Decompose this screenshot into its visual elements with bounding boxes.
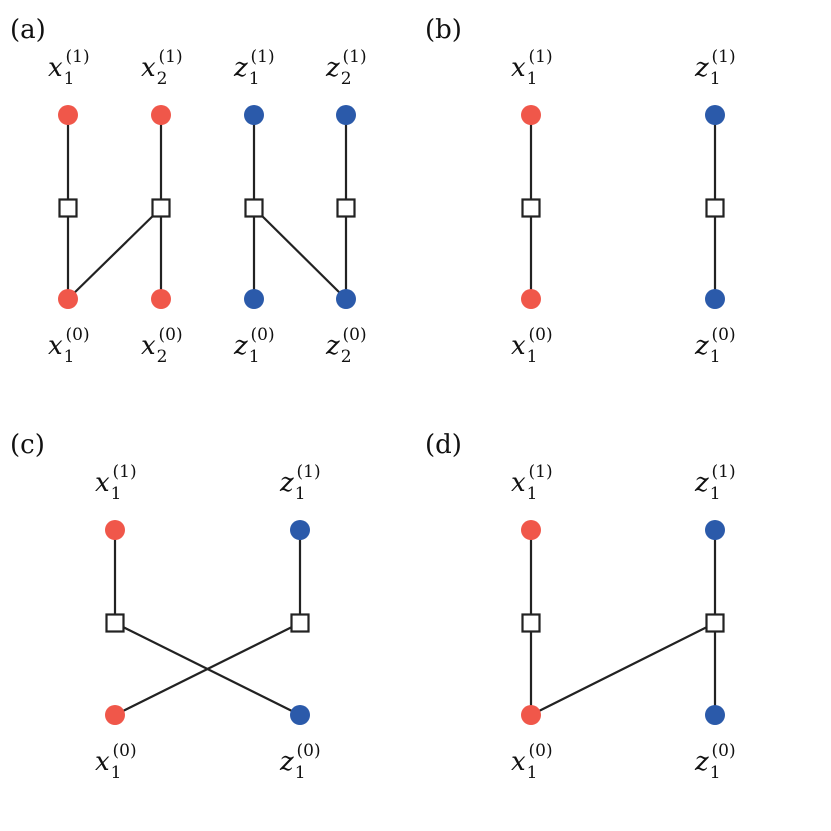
variable-node-c-z1_1 bbox=[290, 520, 310, 540]
variable-node-a-z1_0 bbox=[244, 289, 264, 309]
factor-node-d-f2 bbox=[705, 613, 725, 633]
variable-node-c-x1_1 bbox=[105, 520, 125, 540]
variable-label-d-x1_0: x1(0) bbox=[511, 741, 553, 783]
nodes-layer bbox=[58, 105, 725, 725]
variable-node-a-z2_0 bbox=[336, 289, 356, 309]
variable-label-a-x2_0: x2(0) bbox=[141, 325, 183, 367]
factor-node-a-f1 bbox=[58, 198, 78, 218]
variable-label-b-x1_1: x1(1) bbox=[511, 47, 553, 89]
variable-node-b-x1_1 bbox=[521, 105, 541, 125]
factor-node-c-f2 bbox=[290, 613, 310, 633]
variable-label-a-x1_1: x1(1) bbox=[48, 47, 90, 89]
variable-node-b-x1_0 bbox=[521, 289, 541, 309]
variable-node-a-x2_1 bbox=[151, 105, 171, 125]
variable-label-c-z1_0: z1(0) bbox=[279, 741, 321, 783]
variable-label-a-z2_0: z2(0) bbox=[325, 325, 367, 367]
variable-node-b-z1_1 bbox=[705, 105, 725, 125]
variable-label-d-x1_1: x1(1) bbox=[511, 462, 553, 504]
factor-node-c-f1 bbox=[105, 613, 125, 633]
factor-node-b-f2 bbox=[705, 198, 725, 218]
variable-label-c-z1_1: z1(1) bbox=[279, 462, 321, 504]
variable-label-a-x2_1: x2(1) bbox=[141, 47, 183, 89]
factor-node-a-f3 bbox=[244, 198, 264, 218]
factor-node-b-f1 bbox=[521, 198, 541, 218]
variable-label-a-x1_0: x1(0) bbox=[48, 325, 90, 367]
edge-a-f2-x1_0 bbox=[67, 207, 162, 300]
variable-label-a-z1_0: z1(0) bbox=[233, 325, 275, 367]
edge-a-f3-z2_0 bbox=[253, 207, 347, 300]
factor-node-a-f4 bbox=[336, 198, 356, 218]
panel-label-c: (c) bbox=[10, 430, 45, 460]
variable-label-c-x1_1: x1(1) bbox=[95, 462, 137, 504]
variable-label-a-z2_1: z2(1) bbox=[325, 47, 367, 89]
variable-node-a-x1_1 bbox=[58, 105, 78, 125]
variable-node-d-x1_1 bbox=[521, 520, 541, 540]
labels-layer: x1(1) x2(1) z1(1) z2(1) x1(0) x2(0) z1(0) z2(0)… bbox=[48, 47, 736, 783]
variable-node-d-z1_1 bbox=[705, 520, 725, 540]
variable-label-b-z1_0: z1(0) bbox=[694, 325, 736, 367]
variable-node-d-z1_0 bbox=[705, 705, 725, 725]
variable-label-b-x1_0: x1(0) bbox=[511, 325, 553, 367]
variable-node-b-z1_0 bbox=[705, 289, 725, 309]
variable-node-a-z2_1 bbox=[336, 105, 356, 125]
edges-layer bbox=[66, 115, 717, 716]
panel-label-a: (a) bbox=[10, 15, 46, 45]
edge-c-f2-x1_0 bbox=[114, 622, 301, 716]
variable-label-b-z1_1: z1(1) bbox=[694, 47, 736, 89]
factors-layer bbox=[58, 198, 725, 633]
edge-d-f2-x1_0 bbox=[530, 622, 716, 716]
variable-node-a-x1_0 bbox=[58, 289, 78, 309]
factor-node-a-f2 bbox=[151, 198, 171, 218]
variable-node-c-z1_0 bbox=[290, 705, 310, 725]
variable-node-c-x1_0 bbox=[105, 705, 125, 725]
variable-node-a-x2_0 bbox=[151, 289, 171, 309]
variable-label-d-z1_0: z1(0) bbox=[694, 741, 736, 783]
variable-label-d-z1_1: z1(1) bbox=[694, 462, 736, 504]
variable-label-a-z1_1: z1(1) bbox=[233, 47, 275, 89]
variable-label-c-x1_0: x1(0) bbox=[95, 741, 137, 783]
panel-label-b: (b) bbox=[425, 15, 462, 45]
variable-node-a-z1_1 bbox=[244, 105, 264, 125]
panel-label-d: (d) bbox=[425, 430, 462, 460]
factor-node-d-f1 bbox=[521, 613, 541, 633]
variable-node-d-x1_0 bbox=[521, 705, 541, 725]
